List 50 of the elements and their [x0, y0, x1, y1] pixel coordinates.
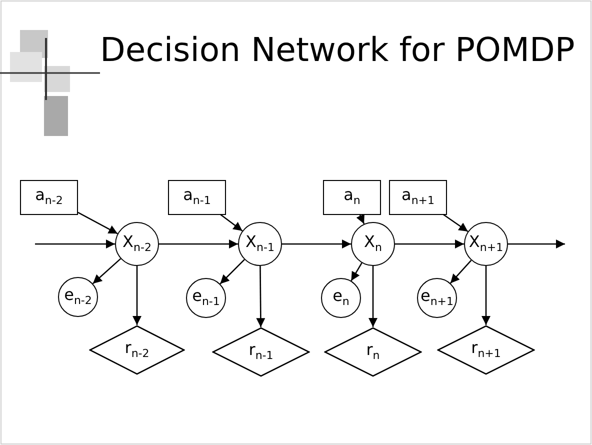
arrow: [220, 259, 245, 284]
node-label: X$_{n-2}$: [122, 234, 152, 254]
slide-title: Decision Network for POMDP: [100, 30, 576, 69]
arrow: [368, 266, 378, 327]
arrow: [220, 214, 243, 232]
reward-diamond: [437, 325, 535, 375]
node-label: a$_{n+1}$: [402, 187, 434, 207]
reward-diamond: [324, 327, 422, 377]
arrow: [256, 266, 266, 328]
state-node: [238, 222, 282, 266]
node-label: X$_{n}$: [364, 234, 382, 254]
arrow: [159, 240, 238, 248]
node-label: e$_{n+1}$: [420, 288, 454, 308]
reward-diamond: [89, 325, 185, 375]
arrow: [92, 258, 122, 284]
node-label: e$_{n-2}$: [64, 287, 92, 307]
action-box: [323, 180, 381, 214]
arrow: [450, 260, 472, 284]
node-label: e$_{n}$: [332, 288, 350, 308]
state-node: [186, 278, 226, 318]
reward-diamond: [212, 327, 310, 377]
node-label: r$_{n+1}$: [471, 340, 501, 360]
node-label: a$_{n-2}$: [35, 187, 63, 207]
node-label: r$_{n-1}$: [248, 342, 274, 362]
node-label: r$_{n-2}$: [124, 340, 150, 360]
arrow: [508, 240, 565, 248]
arrow: [356, 214, 365, 224]
arrow: [482, 266, 490, 325]
arrow: [282, 240, 351, 248]
state-node: [351, 222, 395, 266]
arrow: [395, 240, 464, 248]
action-box: [168, 180, 226, 214]
arrow: [350, 262, 362, 282]
state-node: [58, 277, 98, 317]
arrow: [78, 212, 118, 234]
arrow: [442, 214, 468, 232]
arrow: [132, 266, 142, 325]
action-box: [389, 180, 447, 214]
action-box: [20, 180, 78, 214]
node-label: X$_{n-1}$: [246, 234, 274, 254]
state-node: [321, 278, 361, 318]
state-node: [417, 278, 457, 318]
state-node: [115, 222, 159, 266]
node-label: a$_{n-1}$: [183, 187, 211, 207]
state-node: [464, 222, 508, 266]
node-label: X$_{n+1}$: [468, 234, 504, 254]
node-label: r$_{n}$: [366, 342, 380, 362]
arrow: [35, 240, 115, 248]
node-label: e$_{n-1}$: [192, 288, 220, 308]
node-label: a$_{n}$: [344, 187, 360, 207]
